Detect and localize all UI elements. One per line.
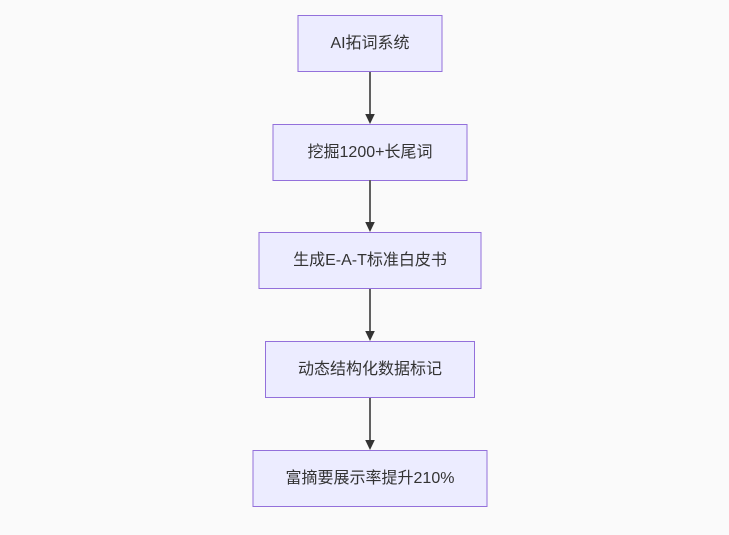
flowchart-node-1: AI拓词系统 (297, 15, 443, 72)
flowchart-node-3: 生成E-A-T标准白皮书 (258, 232, 482, 289)
flowchart-node-3-label: 生成E-A-T标准白皮书 (293, 251, 447, 269)
arrow-down-icon (365, 72, 375, 124)
flowchart-node-4-label: 动态结构化数据标记 (297, 360, 442, 378)
flowchart-node-1-label: AI拓词系统 (330, 34, 410, 52)
flowchart-node-5: 富摘要展示率提升210% (252, 450, 488, 507)
flowchart-node-2-label: 挖掘1200+长尾词 (307, 143, 433, 161)
arrow-down-icon (365, 180, 375, 232)
flowchart-node-4: 动态结构化数据标记 (265, 341, 475, 398)
flowchart-node-2: 挖掘1200+长尾词 (272, 124, 468, 181)
flowchart-node-5-label: 富摘要展示率提升210% (285, 469, 455, 487)
arrow-down-icon (365, 398, 375, 450)
arrow-down-icon (365, 289, 375, 341)
